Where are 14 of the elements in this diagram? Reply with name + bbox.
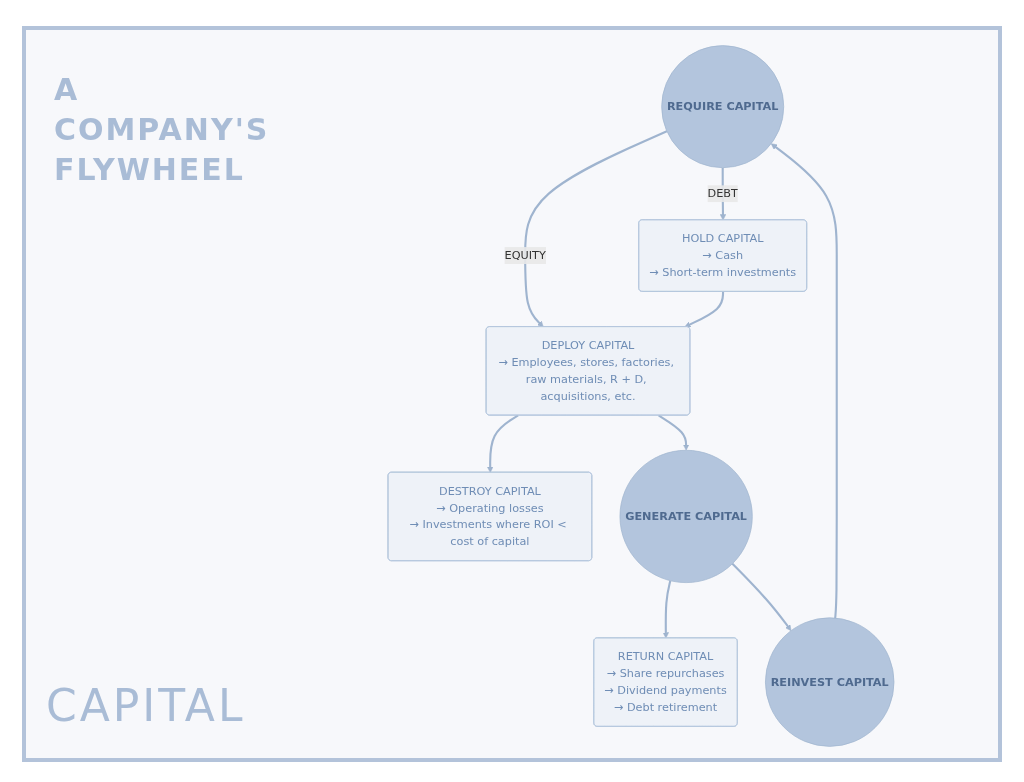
arrow <box>731 562 792 631</box>
edge-label: DEBT <box>707 186 738 201</box>
arrow <box>524 130 668 328</box>
arrow <box>770 143 838 619</box>
arrow <box>684 291 725 328</box>
center-label: CAPITAL <box>46 680 246 731</box>
node-circle: REQUIRE CAPITAL <box>661 45 785 169</box>
edge-label: EQUITY <box>504 248 546 262</box>
arrow <box>662 580 672 639</box>
arrow <box>658 414 690 451</box>
arrow <box>487 414 519 473</box>
diagram-title: A COMPANY'S FLYWHEEL <box>54 71 271 189</box>
node-circle: GENERATE CAPITAL <box>619 449 753 583</box>
node-circle: REINVEST CAPITAL <box>765 617 895 747</box>
